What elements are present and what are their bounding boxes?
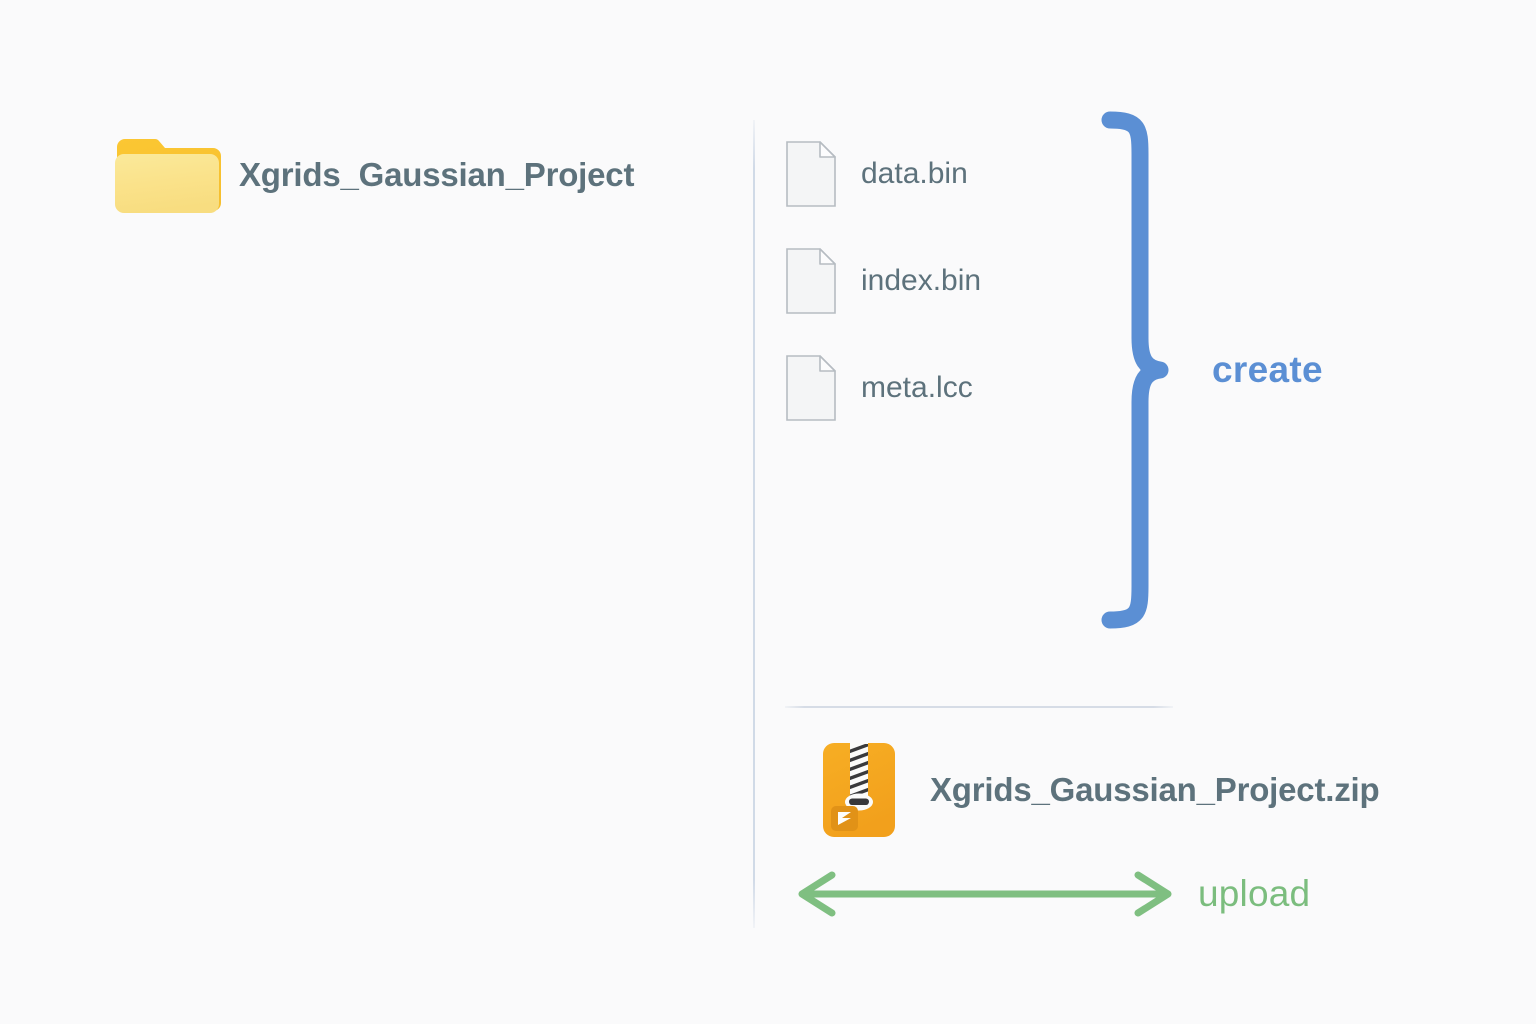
file-icon xyxy=(786,141,836,207)
double-headed-arrow-icon xyxy=(798,871,1172,917)
upload-annotation-group: upload xyxy=(790,864,1310,924)
file-name-label: index.bin xyxy=(861,264,982,297)
source-folder-row[interactable]: Xgrids_Gaussian_Project xyxy=(113,133,634,217)
vertical-divider xyxy=(753,120,755,928)
upload-label: upload xyxy=(1198,873,1311,914)
zip-archive-row[interactable]: Xgrids_Gaussian_Project.zip xyxy=(820,740,1380,840)
file-name-label: data.bin xyxy=(861,157,968,190)
zip-archive-icon xyxy=(823,743,895,837)
file-icon xyxy=(786,355,836,421)
file-name-label: meta.lcc xyxy=(861,371,973,404)
create-annotation-group: create xyxy=(1096,110,1323,630)
list-item[interactable]: index.bin xyxy=(786,247,981,315)
curly-brace-icon xyxy=(1101,111,1169,629)
list-item[interactable]: meta.lcc xyxy=(786,354,981,422)
horizontal-divider xyxy=(785,706,1173,708)
list-item[interactable]: data.bin xyxy=(786,140,981,208)
create-label: create xyxy=(1212,349,1323,390)
folder-icon xyxy=(115,139,221,213)
file-icon xyxy=(786,248,836,314)
zip-file-name-label: Xgrids_Gaussian_Project.zip xyxy=(930,771,1380,808)
file-list: data.bin index.bin meta.lcc xyxy=(786,140,981,422)
folder-name-label: Xgrids_Gaussian_Project xyxy=(239,156,635,193)
